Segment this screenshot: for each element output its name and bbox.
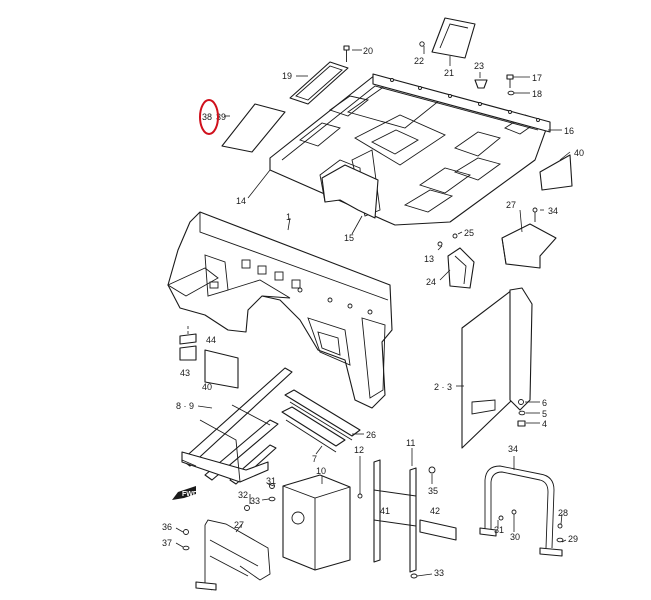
clip-44[interactable] [179, 333, 197, 345]
bracket-24[interactable] [447, 247, 475, 289]
callout-24: 24 [426, 277, 436, 287]
box-10[interactable] [282, 474, 351, 571]
callout-13: 13 [424, 254, 434, 264]
panel-19[interactable] [289, 61, 349, 105]
callout-2-3: 2 · 3 [434, 382, 452, 392]
clip-43[interactable] [179, 345, 197, 361]
callout-21: 21 [444, 68, 454, 78]
callout-1: 1 [286, 212, 291, 222]
washer-33-left[interactable] [268, 496, 276, 502]
front-body-structure[interactable] [167, 211, 393, 409]
cover-21[interactable] [431, 17, 476, 59]
callout-30: 30 [510, 532, 520, 542]
callout-11: 11 [406, 438, 415, 448]
callout-38: 38 [202, 112, 212, 122]
bolt-12[interactable] [357, 493, 363, 499]
callout-33-left: 33 [250, 496, 260, 506]
callout-26: 26 [366, 430, 376, 440]
callout-23: 23 [474, 61, 484, 71]
bracket-27-upper[interactable] [501, 223, 557, 269]
callout-44: 44 [206, 335, 216, 345]
callout-37: 37 [162, 538, 172, 548]
callout-19: 19 [282, 71, 292, 81]
bolt-30[interactable] [511, 509, 517, 515]
bolt-32[interactable] [244, 505, 250, 511]
callout-34-upper: 34 [548, 206, 558, 216]
bolt-34-upper[interactable] [532, 207, 538, 222]
bolt-28[interactable] [557, 523, 563, 529]
callout-31-right: 31 [494, 525, 504, 535]
callout-27-upper: 27 [506, 200, 516, 210]
bolt-6[interactable] [518, 399, 524, 405]
callout-32: 32 [238, 490, 248, 500]
callout-27-lower: 27 [234, 520, 244, 530]
bolt-13[interactable] [437, 241, 443, 247]
rail-7[interactable] [281, 406, 346, 453]
callout-18: 18 [532, 89, 542, 99]
callout-33-bottom: 33 [434, 568, 444, 578]
callout-17: 17 [532, 73, 542, 83]
callout-43: 43 [180, 368, 190, 378]
bracket-27-lower[interactable] [195, 519, 271, 591]
callout-20: 20 [363, 46, 373, 56]
roll-bar-34[interactable] [479, 465, 563, 557]
callout-25: 25 [464, 228, 474, 238]
forward-label: FWD [182, 491, 198, 498]
callout-29: 29 [568, 534, 578, 544]
callout-10: 10 [316, 466, 326, 476]
callout-34-lower: 34 [508, 444, 518, 454]
callout-7: 7 [312, 454, 317, 464]
callout-5: 5 [542, 409, 547, 419]
tunnel-15[interactable] [321, 164, 379, 219]
callout-4: 4 [542, 419, 547, 429]
frame-8-9[interactable] [181, 367, 293, 485]
washer-37[interactable] [182, 545, 190, 551]
callout-12: 12 [354, 445, 364, 455]
callout-15: 15 [344, 233, 354, 243]
callout-41: 41 [380, 506, 390, 516]
callout-6: 6 [542, 398, 547, 408]
forward-arrow-icon: FWD [172, 486, 198, 500]
callout-40-left: 40 [202, 382, 212, 392]
grommet-23[interactable] [474, 79, 488, 89]
panel-40-left[interactable] [204, 349, 239, 389]
leader-lines [175, 46, 571, 577]
screw-22[interactable] [419, 41, 425, 47]
callout-14: 14 [236, 196, 246, 206]
callout-39: 39 [216, 112, 226, 122]
washer-29[interactable] [556, 537, 564, 543]
callout-8-9: 8 · 9 [176, 401, 194, 411]
callout-40-right: 40 [574, 148, 584, 158]
panel-40-right[interactable] [539, 154, 573, 191]
panel-39[interactable] [221, 103, 286, 153]
callout-42: 42 [430, 506, 440, 516]
callout-28: 28 [558, 508, 568, 518]
callout-labels: 1 20 22 21 23 17 18 19 16 38 39 40 14 15… [162, 46, 584, 578]
washer-18[interactable] [507, 90, 515, 96]
bar-42[interactable] [419, 519, 457, 541]
callout-36: 36 [162, 522, 172, 532]
callout-31-left: 31 [266, 476, 276, 486]
bolt-17[interactable] [506, 74, 514, 88]
nut-33-bottom[interactable] [410, 573, 418, 579]
callout-35: 35 [428, 486, 438, 496]
nut-4[interactable] [517, 420, 526, 427]
highlight-circle-callout-38 [199, 99, 219, 135]
callout-16: 16 [564, 126, 574, 136]
bolt-31-right[interactable] [498, 515, 504, 521]
rear-rail[interactable] [372, 73, 551, 133]
post-11[interactable] [373, 459, 417, 573]
bolt-20[interactable] [343, 45, 350, 62]
rail-26[interactable] [284, 389, 361, 441]
bolt-25[interactable] [452, 233, 458, 239]
washer-5[interactable] [518, 410, 526, 416]
bolt-35[interactable] [428, 466, 436, 474]
callout-22: 22 [414, 56, 424, 66]
bolt-36[interactable] [183, 529, 189, 535]
side-panel-2-3[interactable] [461, 287, 533, 449]
